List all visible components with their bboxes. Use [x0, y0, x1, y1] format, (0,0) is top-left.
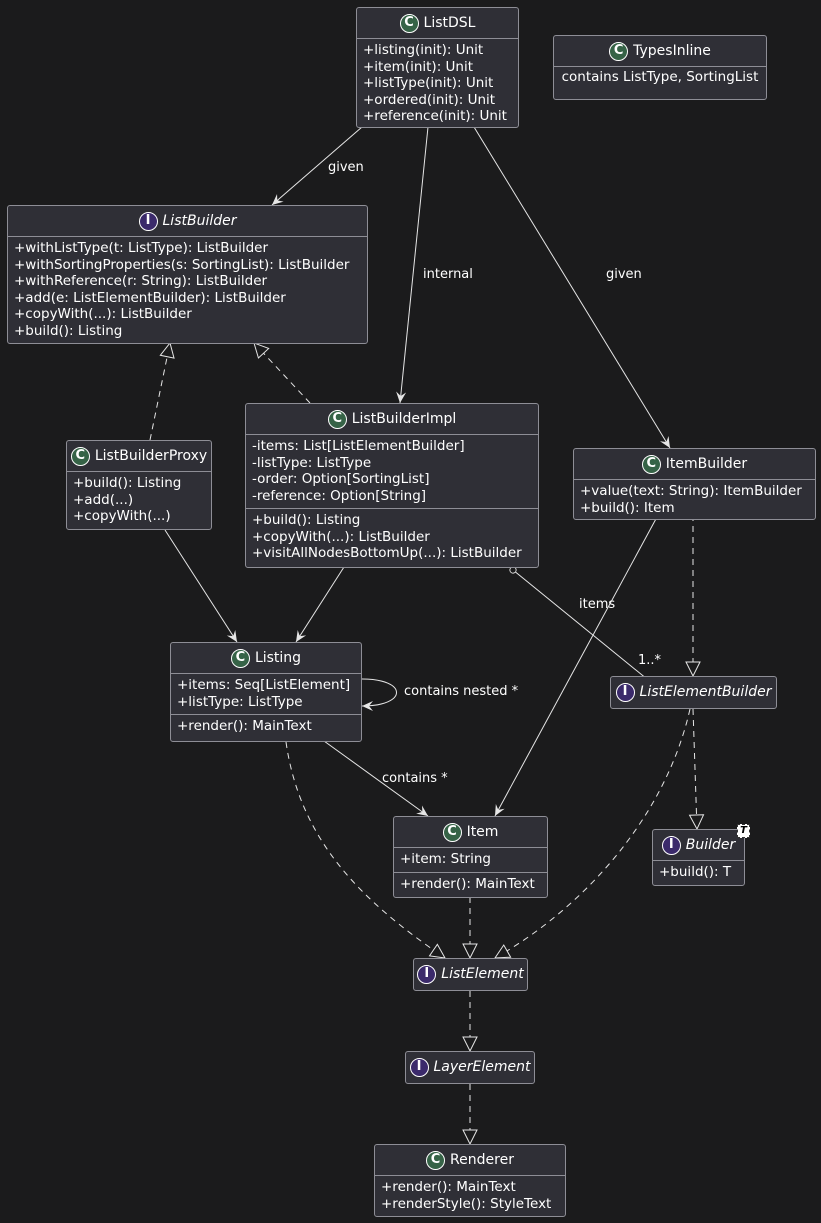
interface-i-icon: I: [661, 835, 681, 855]
edge-label-items: items: [579, 597, 616, 612]
member: +build(): Listing: [73, 475, 182, 491]
generic-type-param: T: [737, 824, 750, 838]
field: -reference: Option[String]: [252, 487, 427, 504]
edge-itembuilder-item: [494, 492, 671, 817]
class-c-icon: C: [327, 409, 347, 429]
class-c-icon: C: [641, 454, 661, 474]
class-c-icon: C: [399, 13, 419, 33]
member: +listType(init): Unit: [363, 75, 494, 91]
interface-name: ListElement: [441, 966, 524, 983]
edge-listdsl-itembuilder: [473, 126, 671, 449]
edge-label-contains-nested: contains nested *: [404, 684, 519, 699]
member: +withReference(r: String): ListBuilder: [14, 273, 268, 289]
field: +listType: ListType: [177, 693, 303, 710]
class-name: ListBuilderImpl: [351, 410, 457, 427]
class-c-icon: C: [609, 41, 629, 61]
interface-i-icon: I: [417, 965, 437, 984]
edge-label-given: given: [606, 267, 642, 282]
method: +render(): MainText: [177, 718, 312, 734]
class-c-icon: C: [230, 648, 250, 668]
member: +add(e: ListElementBuilder): ListBuilder: [14, 289, 286, 306]
edge-listing-self: [361, 678, 397, 711]
member: +copyWith(...): [73, 508, 171, 524]
class-name: Renderer: [450, 1151, 514, 1168]
edge-proxy-realizes-listbuilder: [149, 343, 170, 441]
method: +copyWith(...): ListBuilder: [252, 528, 430, 545]
field: +item: String: [400, 851, 491, 867]
field: -items: List[ListElementBuilder]: [252, 438, 465, 454]
member: +build(): T: [659, 864, 732, 880]
member: +build(): Item: [580, 499, 675, 516]
edge-label-multiplicity: 1..*: [638, 653, 662, 668]
member: +reference(init): Unit: [363, 108, 507, 124]
edge-leb-realizes-listelement: [495, 708, 691, 958]
edge-impl-listing: [295, 566, 345, 643]
interface-name: Builder: [685, 836, 736, 853]
member: +renderStyle(): StyleText: [381, 1195, 552, 1212]
method: +build(): Listing: [252, 512, 361, 528]
edge-listdsl-listbuilderimpl: [396, 126, 429, 404]
class-name: Item: [466, 823, 499, 840]
method: +render(): MainText: [400, 875, 535, 892]
field: -listType: ListType: [252, 454, 372, 471]
class-name: ListBuilderProxy: [94, 447, 208, 464]
class-name: ListDSL: [423, 14, 476, 31]
class-c-icon: C: [426, 1150, 446, 1170]
method: +visitAllNodesBottomUp(...): ListBuilder: [252, 545, 522, 561]
interface-i-icon: I: [138, 211, 158, 231]
member: +copyWith(...): ListBuilder: [14, 306, 192, 322]
member: +withSortingProperties(s: SortingList): …: [14, 256, 350, 273]
edge-impl-realizes-listbuilder: [254, 343, 311, 404]
edge-label-contains: contains *: [382, 771, 448, 786]
class-name: ItemBuilder: [665, 455, 748, 472]
member: +add(...): [73, 491, 134, 508]
interface-name: LayerElement: [433, 1059, 531, 1076]
field: +items: Seq[ListElement]: [177, 677, 351, 693]
member: +value(text: String): ItemBuilder: [580, 483, 802, 499]
member: contains ListType, SortingList: [561, 69, 759, 85]
edge-listing-item: [323, 740, 429, 817]
member: +ordered(init): Unit: [363, 91, 496, 108]
class-name: Listing: [254, 649, 302, 666]
edge-proxy-listing: [164, 529, 238, 643]
edge-label-internal: internal: [423, 267, 473, 282]
edge-leb-realizes-builder: [693, 708, 697, 829]
class-c-icon: C: [442, 822, 462, 842]
member: +item(init): Unit: [363, 58, 474, 75]
member: +listing(init): Unit: [363, 42, 484, 58]
edge-listdsl-listbuilder: [271, 126, 363, 206]
edge-label-given: given: [328, 160, 364, 175]
member: +withListType(t: ListType): ListBuilder: [14, 240, 269, 256]
class-c-icon: C: [70, 446, 90, 466]
member: +build(): Listing: [14, 322, 123, 339]
member: +render(): MainText: [381, 1179, 516, 1195]
interface-i-icon: I: [409, 1058, 429, 1077]
interface-i-icon: I: [615, 683, 635, 702]
edge-listing-realizes-listelement: [285, 741, 445, 958]
interface-name: ListBuilder: [162, 212, 237, 229]
class-name: TypesInline: [633, 42, 711, 59]
field: -order: Option[SortingList]: [252, 471, 430, 487]
interface-name: ListElementBuilder: [639, 684, 772, 701]
edge-impl-aggregates-listelementbuilder: [509, 566, 659, 689]
